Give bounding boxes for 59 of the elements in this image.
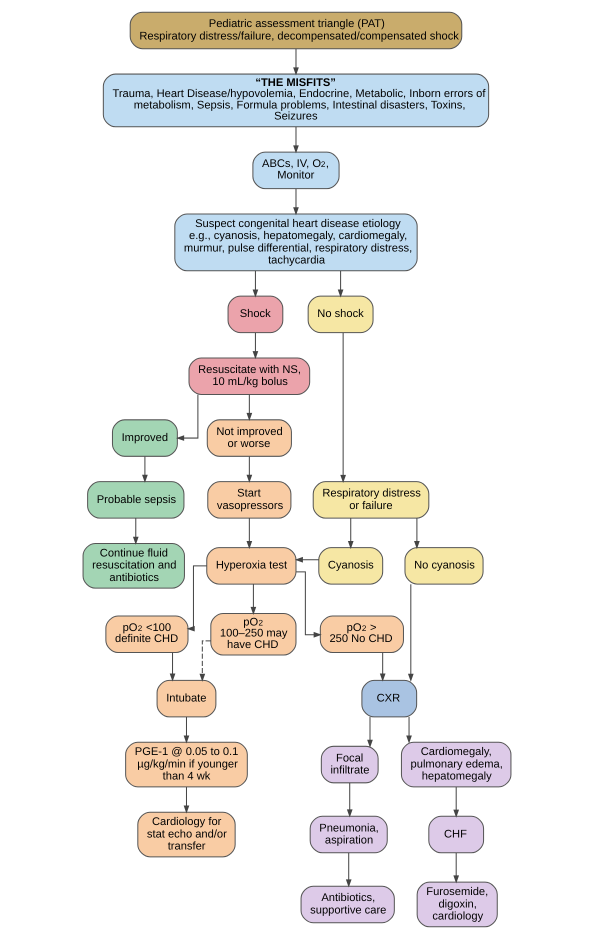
arrow: [142, 456, 148, 483]
arrow: [346, 782, 353, 818]
node-box: Cyanosis: [318, 547, 384, 585]
arrow: [252, 332, 258, 360]
arrow: [406, 717, 412, 744]
node-box: Cardiology for stat echo and/or transfer: [137, 812, 236, 858]
arrow: [246, 394, 252, 422]
arrow: [453, 852, 460, 884]
arrow: [408, 584, 414, 682]
arrow: [296, 571, 322, 638]
arrow: [246, 456, 252, 483]
arrow: [348, 518, 354, 550]
node-box: Intubate: [156, 680, 216, 718]
node-box: PGE-1 @ 0.05 to 0.1 µg/kg/min if younger than 4 wk: [125, 742, 248, 788]
node-box: Improved: [112, 419, 178, 457]
node-box: No cyanosis: [404, 547, 484, 585]
node-box: Resuscitate with NS, 10 mL/kg bolus: [188, 357, 310, 395]
arrow: [293, 48, 299, 76]
node-box: Probable sepsis: [87, 481, 184, 519]
arrow: [346, 852, 352, 888]
node-box: Pneumonia, aspiration: [310, 816, 388, 854]
node-box: pO2 <100 definite CHD: [105, 616, 188, 654]
arrow: [250, 584, 256, 615]
node-box: Respiratory distress or failure: [312, 481, 430, 519]
node-box: CHF: [428, 816, 484, 854]
node-box: No shock: [308, 296, 374, 334]
arrow: [380, 652, 386, 682]
arrow: [252, 270, 258, 298]
arrow: [294, 556, 319, 563]
arrow: [184, 717, 190, 744]
arrow: [340, 332, 346, 484]
arrow: [246, 518, 252, 550]
arrow: [170, 652, 176, 682]
node-box: Shock: [228, 296, 284, 334]
arrow: [176, 394, 198, 441]
arrow: [293, 188, 299, 216]
arrow: [199, 640, 211, 682]
node-box: pO2 > 250 No CHD: [320, 616, 404, 654]
arrow: [453, 787, 460, 818]
node-box: Not improved or worse: [206, 419, 292, 457]
node-box: CXR: [361, 680, 418, 718]
node-box: Suspect congenital heart disease etiology e.g., cyanosis, hepatomegaly, cardiomegaly, murmur, pulse differential, respiratory distress, tachycardia: [174, 213, 418, 272]
node-box: Hyperoxia test: [206, 547, 296, 585]
arrow: [132, 518, 139, 545]
arrow: [414, 518, 420, 550]
arrow: [367, 717, 373, 748]
node-box: Cardiomegaly, pulmonary edema, hepatomegaly: [400, 742, 512, 788]
arrow: [184, 787, 190, 814]
node-box: Pediatric assessment triangle (PAT) Respiratory distress/failure, decompensated/compensated shock: [130, 12, 462, 50]
node-box: Furosemide, digoxin, cardiology: [416, 882, 498, 928]
node-box: Focal infiltrate: [320, 746, 379, 784]
arrow: [338, 270, 344, 298]
node-box: ABCs, IV, O2, Monitor: [252, 152, 340, 190]
node-box: Antibiotics, supportive care: [300, 886, 395, 924]
arrow: [293, 126, 299, 154]
node-box: “THE MISFITS” Trauma, Heart Disease/hypovolemia, Endocrine, Metabolic, Inborn errors of metabolism, Sepsis, Formula problems, Intestinal disasters, Toxins, Seizures: [102, 74, 490, 128]
node-box: Start vasopressors: [207, 481, 292, 519]
node-box: Continue fluid resuscitation and antibiotics: [82, 543, 185, 589]
node-box: pO2 100–250 may have CHD: [210, 612, 296, 656]
